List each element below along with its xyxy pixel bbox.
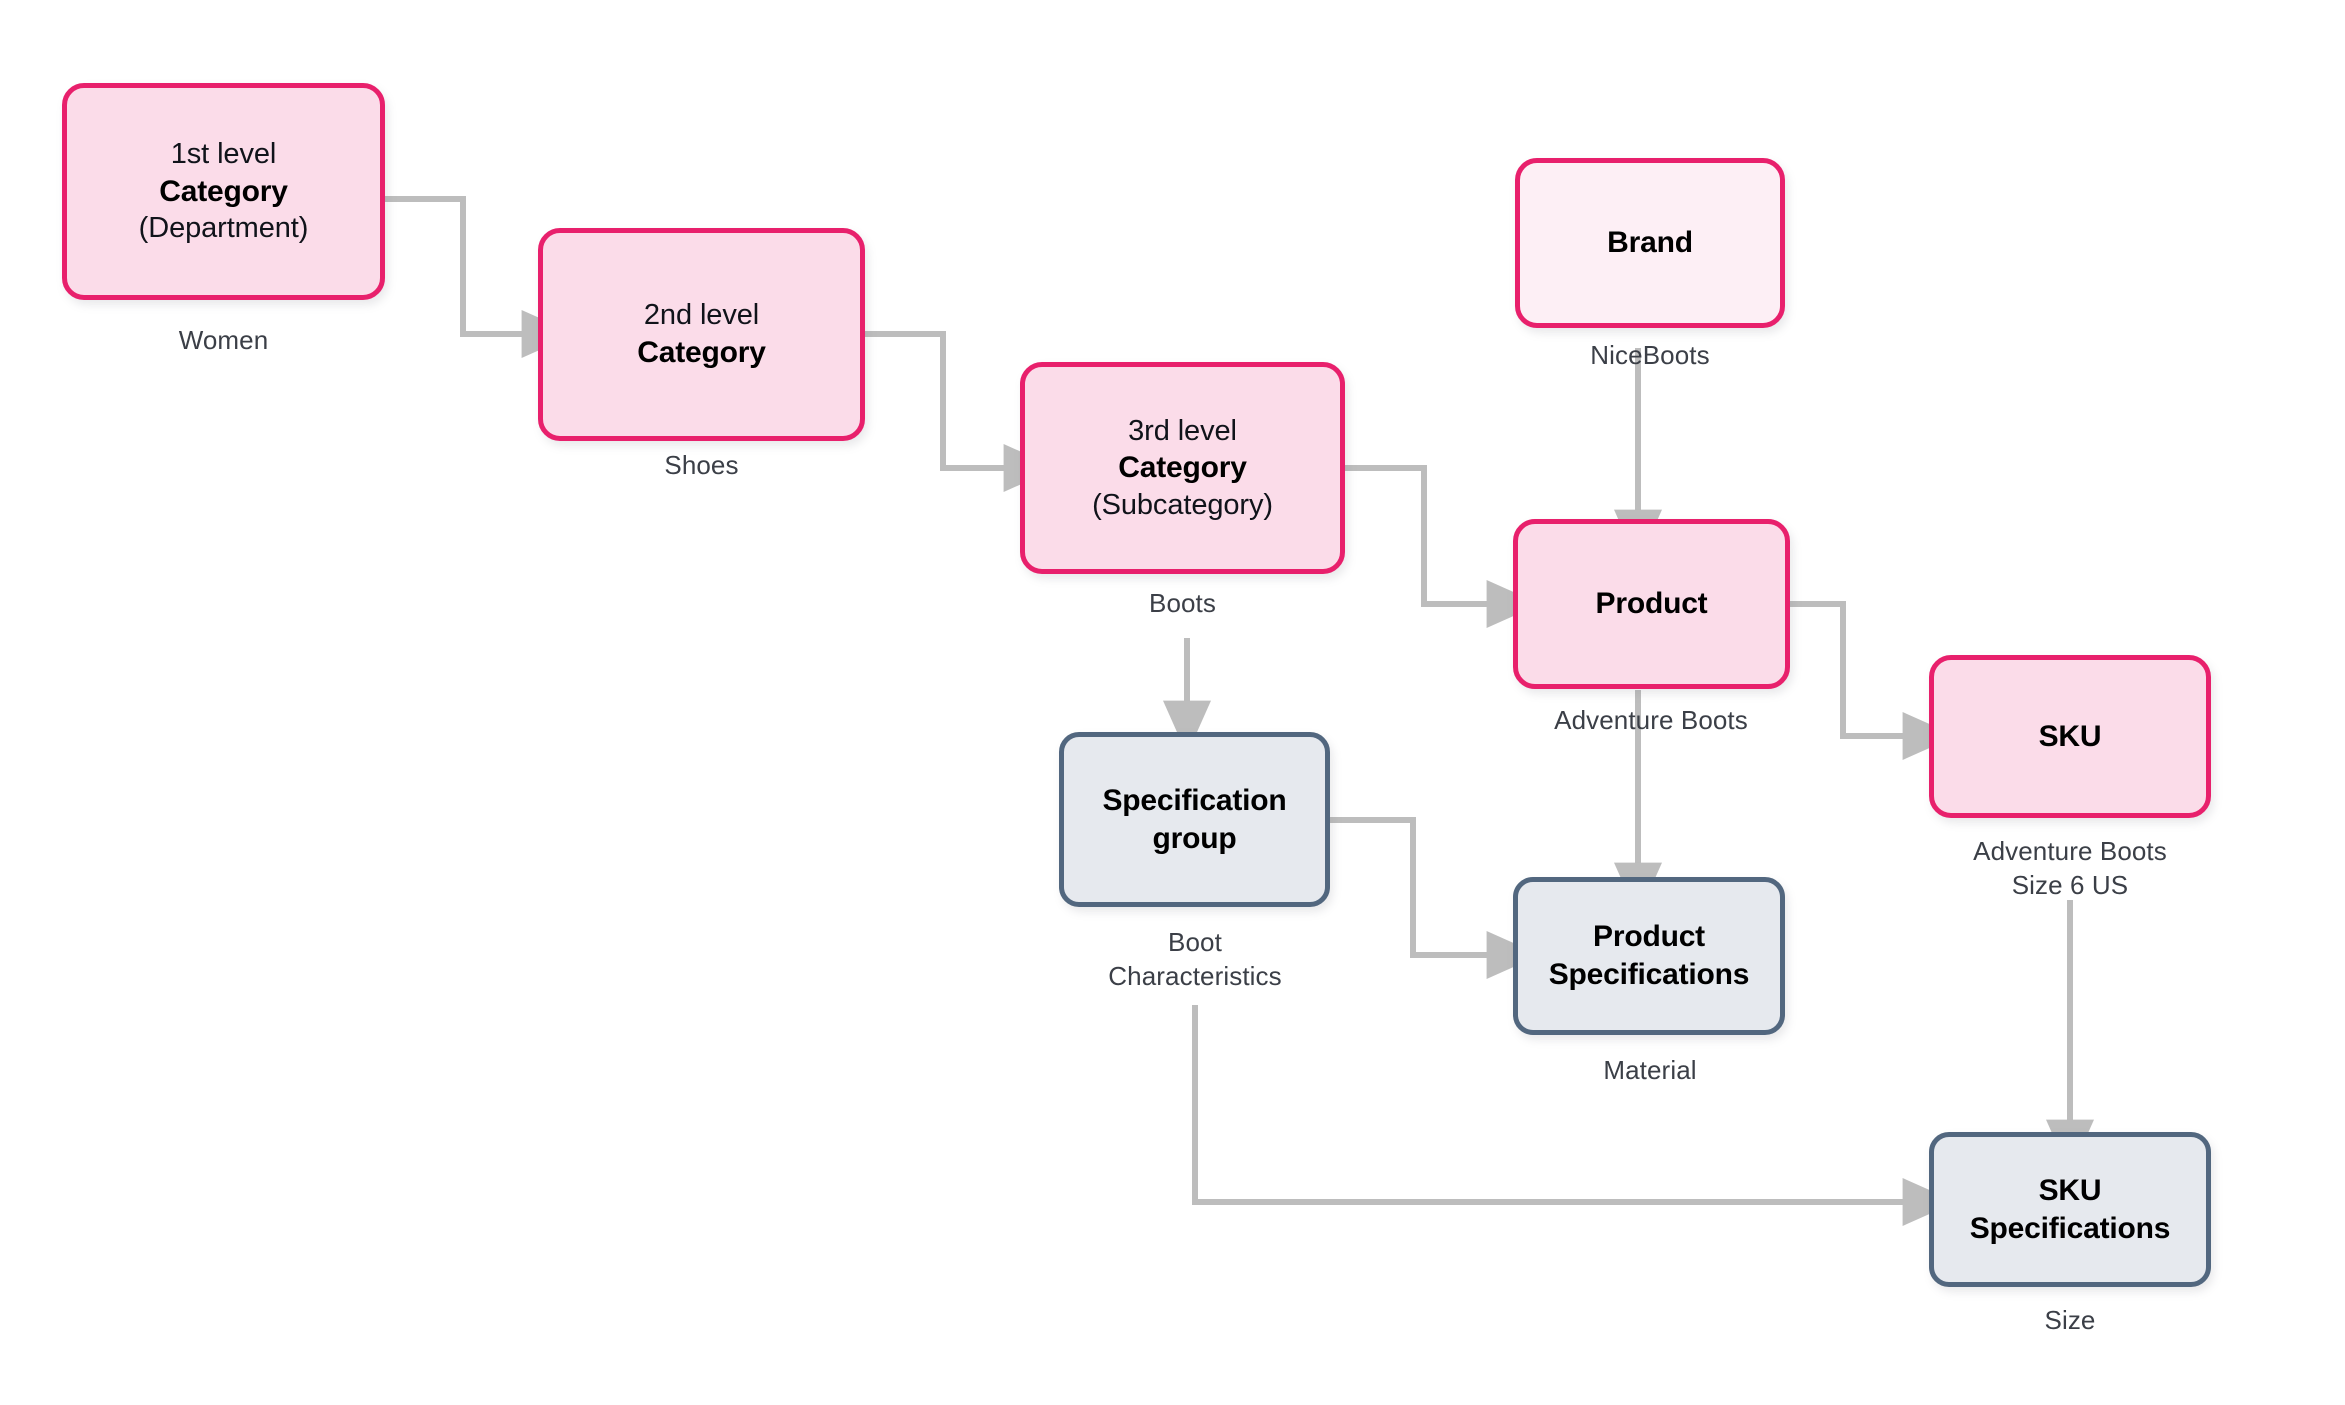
- caption-product-specifications: Material: [1603, 1055, 1697, 1085]
- node-category-1-line-1: 1st level: [170, 138, 277, 171]
- node-product-label: Product: [1595, 587, 1708, 621]
- node-sku[interactable]: SKU: [1929, 655, 2211, 818]
- node-category-1[interactable]: 1st level Category (Department): [62, 83, 385, 300]
- node-category-2-line-2: Category: [637, 335, 766, 369]
- node-category-1-line-2: Category: [159, 174, 288, 208]
- node-sku-specifications[interactable]: SKU Specifications: [1929, 1132, 2211, 1287]
- caption-category-3: Boots: [1149, 588, 1216, 618]
- node-sku-specifications-line-1: SKU: [2038, 1173, 2102, 1207]
- node-category-3-line-1: 3rd level: [1128, 414, 1237, 447]
- node-product-specifications-line-1: Product: [1593, 920, 1705, 954]
- node-category-2-line-1: 2nd level: [643, 299, 760, 332]
- edge-specification-group-to-product-specifications: [1330, 817, 1541, 979]
- caption-product: Adventure Boots: [1554, 705, 1748, 735]
- node-specification-group-line-2: group: [1152, 821, 1237, 855]
- node-category-2[interactable]: 2nd level Category: [538, 228, 865, 441]
- node-category-1-line-3: (Department): [138, 212, 309, 245]
- node-brand-label: Brand: [1607, 226, 1693, 260]
- edge-category2-to-category3: [865, 331, 1058, 492]
- caption-brand: NiceBoots: [1590, 340, 1710, 370]
- node-product-specifications[interactable]: Product Specifications: [1513, 877, 1785, 1035]
- caption-specification-group: Boot Characteristics: [1108, 927, 1282, 992]
- node-sku-label: SKU: [2038, 719, 2102, 753]
- edge-category1-to-category2: [385, 196, 576, 358]
- node-brand[interactable]: Brand: [1515, 158, 1785, 328]
- node-specification-group[interactable]: Specification group: [1059, 732, 1330, 907]
- caption-sku-specifications: Size: [2044, 1305, 2096, 1335]
- node-product-specifications-line-2: Specifications: [1548, 958, 1750, 991]
- caption-sku: Adventure Boots Size 6 US: [1973, 836, 2167, 901]
- edge-category3-to-product: [1345, 465, 1541, 628]
- caption-category-2: Shoes: [664, 450, 739, 480]
- node-category-3-line-2: Category: [1118, 451, 1247, 485]
- node-category-3-line-3: (Subcategory): [1092, 488, 1273, 521]
- node-sku-specifications-line-2: Specifications: [1969, 1211, 2171, 1245]
- node-specification-group-line-1: Specification: [1102, 783, 1287, 817]
- node-category-3[interactable]: 3rd level Category (Subcategory): [1020, 362, 1345, 574]
- node-product[interactable]: Product: [1513, 519, 1790, 689]
- caption-category-1: Women: [178, 325, 269, 355]
